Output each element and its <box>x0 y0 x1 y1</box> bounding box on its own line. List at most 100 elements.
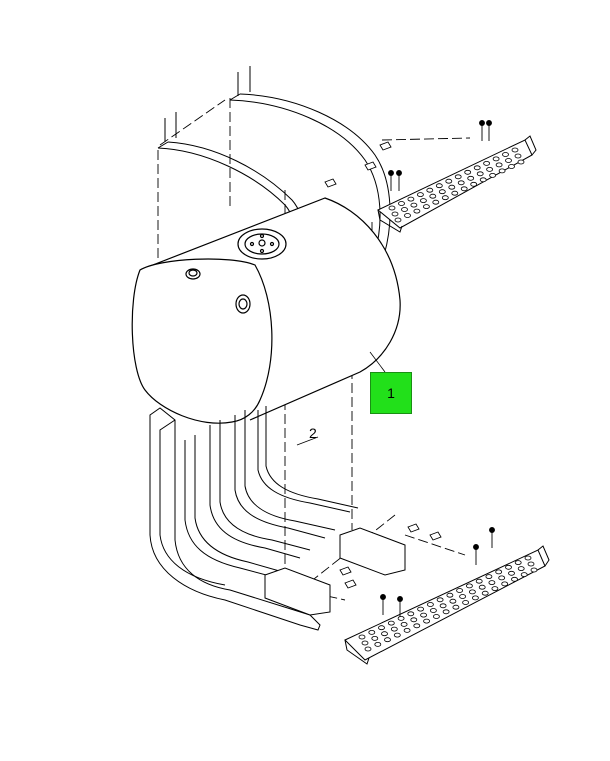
step-hole <box>468 589 476 595</box>
nut-clip <box>379 141 392 151</box>
step-hole <box>420 612 428 618</box>
step-hole <box>495 162 503 168</box>
step-hole <box>505 158 512 163</box>
bolt <box>380 594 386 615</box>
step-hole <box>364 646 372 652</box>
step-hole <box>452 604 460 610</box>
step-hole <box>479 177 487 183</box>
step-hole <box>475 578 483 584</box>
callout-1-label: 1 <box>387 385 395 401</box>
step-hole <box>502 152 509 157</box>
step-hole <box>478 584 486 590</box>
step-hole <box>489 172 497 178</box>
step-hole <box>457 180 465 186</box>
step-hole <box>403 628 411 633</box>
step-hole <box>456 588 464 593</box>
step-hole <box>423 618 431 624</box>
step-hole <box>446 592 454 598</box>
step-hole <box>413 623 421 629</box>
step-hole <box>467 175 475 181</box>
step-hole <box>394 217 402 223</box>
upper-step-holes <box>388 147 525 223</box>
step-hole <box>454 174 462 180</box>
step-hole <box>445 178 453 184</box>
step-hole <box>485 574 493 579</box>
step-hole <box>436 597 444 603</box>
step-hole <box>481 590 489 596</box>
step-hole <box>358 634 366 640</box>
step-hole <box>419 198 427 204</box>
step-hole <box>508 164 515 169</box>
step-hole <box>404 213 411 218</box>
step-hole <box>422 204 430 210</box>
step-hole <box>508 570 515 576</box>
callout-2-strap: 2 <box>309 425 317 441</box>
step-hole <box>501 581 509 587</box>
step-hole <box>498 168 506 174</box>
step-hole <box>442 609 450 615</box>
step-hole <box>407 196 415 202</box>
bolt <box>479 120 485 141</box>
step-hole <box>473 165 481 171</box>
step-hole <box>429 608 437 613</box>
step-hole <box>491 586 499 591</box>
step-hole <box>441 195 449 201</box>
step-hole <box>449 598 457 604</box>
bolt <box>473 544 479 565</box>
step-hole <box>514 560 522 565</box>
step-hole <box>438 189 446 195</box>
step-hole <box>462 600 470 605</box>
callout-1-fuel-tank[interactable]: 1 <box>370 372 412 414</box>
step-hole <box>451 190 459 196</box>
step-hole <box>368 630 376 635</box>
step-hole <box>387 620 395 626</box>
step-hole <box>495 569 503 575</box>
step-hole <box>391 211 399 217</box>
step-hole <box>410 617 418 623</box>
step-hole <box>413 208 421 214</box>
step-hole <box>401 207 408 212</box>
step-hole <box>374 642 382 647</box>
bolts <box>324 120 495 617</box>
step-hole <box>432 614 440 619</box>
step-hole <box>486 166 494 172</box>
step-hole <box>432 199 440 205</box>
fuel-tank <box>131 197 401 424</box>
step-hole <box>361 640 369 646</box>
nut-clip <box>344 579 357 589</box>
step-hole <box>470 181 478 187</box>
step-hole <box>520 572 528 577</box>
step-hole <box>514 153 522 159</box>
step-hole <box>498 575 506 581</box>
step-hole <box>505 564 512 570</box>
nut-clip <box>429 531 442 541</box>
step-hole <box>511 576 518 582</box>
step-hole <box>465 583 473 589</box>
step-hole <box>524 555 532 561</box>
step-hole <box>471 595 479 601</box>
step-hole <box>527 561 535 567</box>
step-hole <box>371 636 379 641</box>
step-hole <box>400 622 408 627</box>
step-hole <box>439 603 447 609</box>
step-hole <box>460 186 468 192</box>
lower-step-holes <box>358 555 538 652</box>
bolt <box>396 170 402 191</box>
bolt <box>489 527 495 548</box>
step-hole <box>511 147 519 153</box>
step-hole <box>464 169 472 175</box>
nut-clip <box>324 178 337 188</box>
nut-clip <box>407 523 420 533</box>
step-hole <box>384 637 391 643</box>
step-hole <box>476 171 484 177</box>
step-hole <box>459 594 467 599</box>
step-hole <box>417 606 425 612</box>
step-hole <box>483 160 491 166</box>
bolt <box>486 120 492 141</box>
bolt <box>388 170 394 191</box>
bolt <box>397 596 403 617</box>
lower-frame-bracket <box>149 406 406 631</box>
step-hole <box>488 580 496 585</box>
step-hole <box>378 625 385 631</box>
